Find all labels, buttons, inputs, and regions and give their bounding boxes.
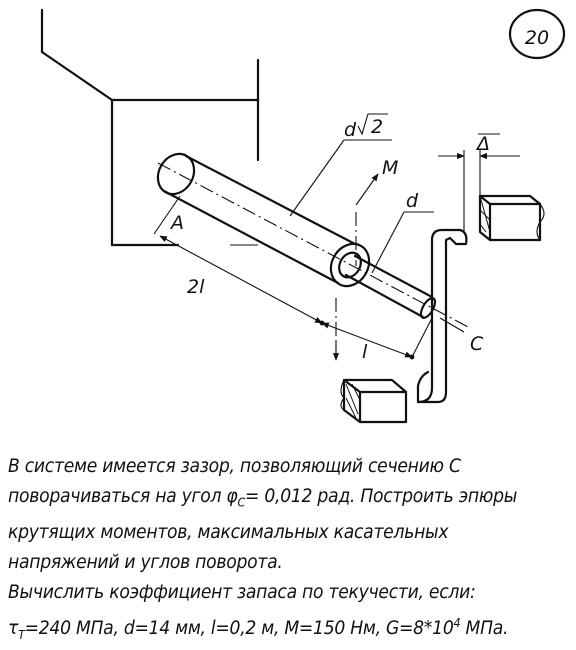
shaft-diagram: 20 xyxy=(40,8,566,424)
fixed-support-block xyxy=(40,8,260,247)
problem-statement: В системе имеется зазор, позволяющий сеч… xyxy=(8,452,531,650)
svg-text:l: l xyxy=(362,341,368,363)
statement-line-3: крутящих моментов, максимальных касатель… xyxy=(8,521,449,543)
shaft-axis xyxy=(157,162,471,329)
svg-text:2: 2 xyxy=(371,116,383,138)
svg-text:C: C xyxy=(470,333,484,355)
lever-arm xyxy=(416,228,468,404)
svg-text:2l: 2l xyxy=(187,276,205,298)
svg-text:d: d xyxy=(406,190,419,212)
svg-text:d: d xyxy=(344,119,357,141)
statement-line-6: τТ=240 МПа, d=14 мм, l=0,2 м, M=150 Нм, … xyxy=(8,615,509,642)
problem-number-badge: 20 xyxy=(508,8,566,60)
statement-line-2: поворачиваться на угол φС= 0,012 рад. По… xyxy=(8,486,518,510)
small-diameter-label: d xyxy=(371,190,434,274)
statement-line-4: напряжений и углов поворота. xyxy=(8,551,283,573)
length-l-dimension: l xyxy=(321,317,433,363)
gap-dimension: Δ xyxy=(438,133,520,232)
svg-text:A: A xyxy=(169,212,184,234)
large-diameter-label: d 2 xyxy=(289,113,392,217)
statement-line-1: В системе имеется зазор, позволяющий сеч… xyxy=(8,456,461,477)
large-shaft xyxy=(156,152,371,288)
section-c-label: C xyxy=(439,317,484,355)
svg-text:Δ: Δ xyxy=(475,133,490,155)
small-shaft xyxy=(344,254,437,319)
svg-text:20: 20 xyxy=(525,27,549,49)
upper-stop-block xyxy=(478,194,545,242)
length-2l-dimension: 2l xyxy=(159,235,325,326)
torque-label: M xyxy=(332,157,398,361)
lower-stop-block xyxy=(340,378,408,424)
section-a-label: A xyxy=(153,195,184,235)
statement-line-5: Вычислить коэффициент запаса по текучест… xyxy=(8,581,476,603)
svg-text:M: M xyxy=(382,157,398,179)
